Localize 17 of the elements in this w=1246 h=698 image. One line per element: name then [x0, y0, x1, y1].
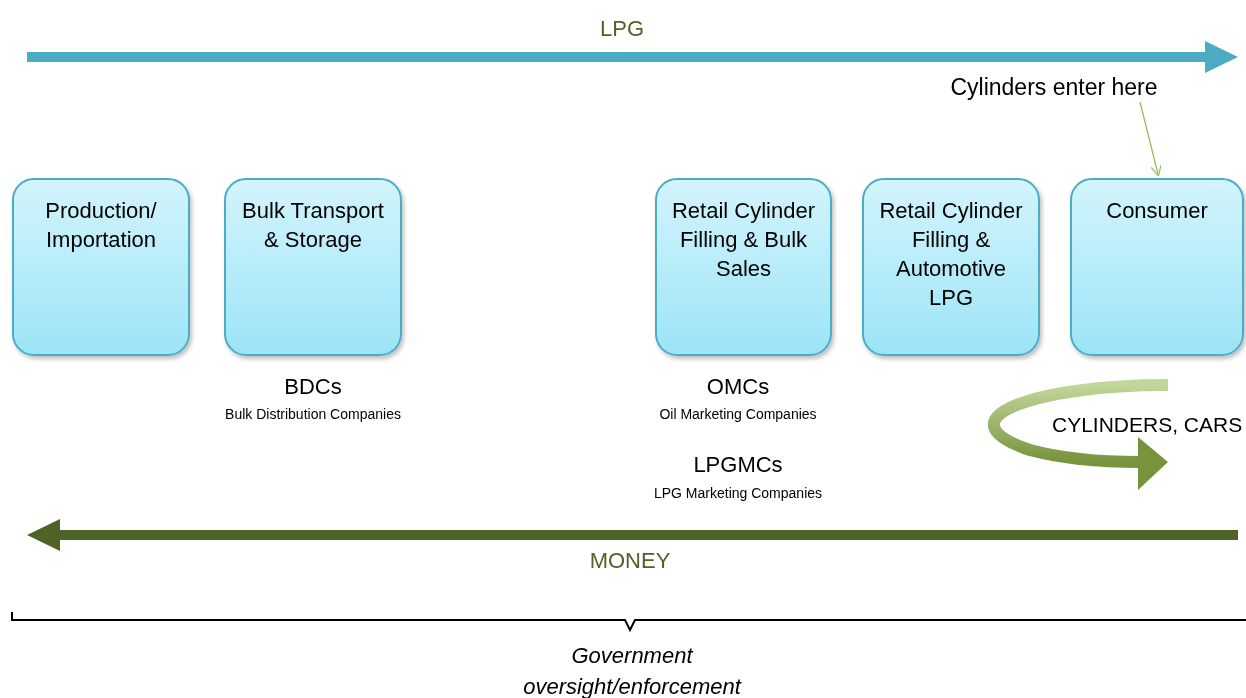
group-label: OMCs: [705, 373, 771, 401]
group-label: LPGMCs: [692, 451, 784, 479]
group-description: LPG Marketing Companies: [652, 484, 824, 503]
bracket-label: Government oversight/enforcement: [522, 642, 743, 698]
leader-arrow: [1139, 101, 1162, 177]
group-description: Oil Marketing Companies: [658, 405, 818, 424]
process-box: Production/ Importation: [12, 178, 190, 356]
group-description: Bulk Distribution Companies: [224, 405, 402, 424]
flow-label: MONEY: [588, 547, 672, 575]
group-label: BDCs: [283, 373, 343, 401]
flow-label: LPG: [599, 15, 645, 43]
process-box: Consumer: [1070, 178, 1244, 356]
callout-text: Cylinders enter here: [925, 70, 1183, 100]
process-box: Bulk Transport & Storage: [224, 178, 402, 356]
flow-label: CYLINDERS, CARS: [1052, 412, 1244, 438]
process-box: Retail Cylinder Filling & Automotive LPG: [862, 178, 1040, 356]
process-box: Retail Cylinder Filling & Bulk Sales: [655, 178, 832, 356]
